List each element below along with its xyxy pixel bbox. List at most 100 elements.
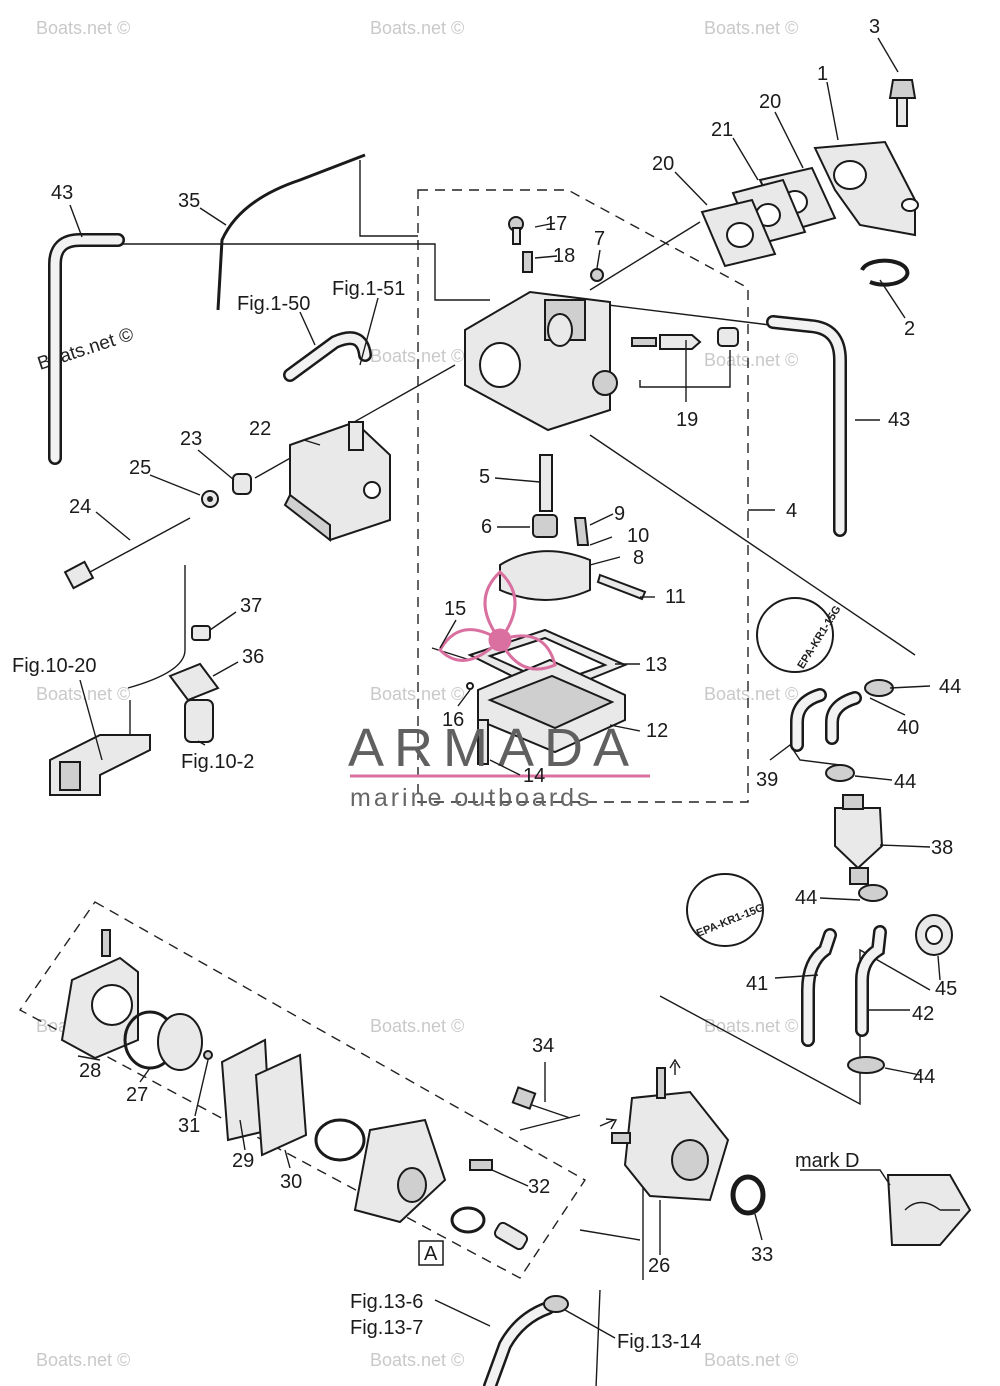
- label-part-44: 44: [795, 887, 817, 909]
- watermark-text: Boats.net ©: [370, 1016, 464, 1036]
- watermark-text: Boats.net ©: [370, 684, 464, 704]
- label-part-16: 16: [442, 709, 464, 731]
- choke-solenoid: [283, 420, 391, 543]
- ref-mark-d: mark D: [795, 1150, 859, 1172]
- label-part-14: 14: [523, 765, 545, 787]
- label-part-33: 33: [751, 1244, 773, 1266]
- label-part-24: 24: [69, 496, 91, 518]
- label-part-32: 32: [528, 1176, 550, 1198]
- callout-lines: [69, 37, 941, 1339]
- label-part-20: 20: [652, 153, 674, 175]
- carburetor-body: [464, 290, 618, 432]
- fuel-pump: [599, 1058, 730, 1202]
- label-part-44: 44: [913, 1066, 935, 1088]
- hose-clip: [860, 258, 910, 287]
- ref-fig-10-20: Fig.10-20: [12, 655, 97, 677]
- label-part-43: 43: [888, 409, 910, 431]
- label-part-13: 13: [645, 654, 667, 676]
- breather-hose: [283, 331, 372, 382]
- label-part-10: 10: [627, 525, 649, 547]
- label-part-26: 26: [648, 1255, 670, 1277]
- label-part-45: 45: [935, 978, 957, 1000]
- label-part-43: 43: [51, 182, 73, 204]
- label-part-7: 7: [594, 228, 605, 250]
- label-part-41: 41: [746, 973, 768, 995]
- fig10-20-connector: [49, 734, 151, 796]
- label-part-12: 12: [646, 720, 668, 742]
- o-ring: [730, 1174, 766, 1216]
- armada-watermark: ARMADA marine outboards: [348, 569, 650, 812]
- label-part-21: 21: [711, 119, 733, 141]
- watermark-text: Boats.net ©: [36, 18, 130, 38]
- ref-fig-10-2: Fig.10-2: [181, 751, 254, 773]
- label-part-34: 34: [532, 1035, 554, 1057]
- armada-wordmark: ARMADA: [348, 718, 639, 778]
- part-number-labels: 1 2 3 4 5 6 7 8 9 10 11 12 13 14 15 16 1…: [51, 16, 961, 1277]
- label-part-44: 44: [894, 771, 916, 793]
- label-part-15: 15: [444, 598, 466, 620]
- propeller-logo: [438, 569, 557, 671]
- fuel-hoses-upper: [790, 679, 894, 782]
- watermark-text: Boats.net ©: [704, 350, 798, 370]
- pilot-screw-set: [631, 327, 739, 350]
- label-part-39: 39: [756, 769, 778, 791]
- manifold-bolt: [888, 79, 917, 127]
- label-part-2: 2: [904, 318, 915, 340]
- label-part-20: 20: [759, 91, 781, 113]
- pump-diaphragm-parts: [123, 1010, 529, 1251]
- ref-fig-1-50: Fig.1-50: [237, 293, 310, 315]
- label-part-38: 38: [931, 837, 953, 859]
- epa-stamp-bottom: EPA-KR1-15G: [686, 873, 766, 947]
- epa-stamp-top: EPA-KR1-15G: [756, 597, 844, 673]
- collar-washer: [201, 473, 252, 508]
- pump-body: [60, 929, 139, 1060]
- fig10-2-part: [184, 699, 214, 743]
- watermark-text: Boats.net ©: [370, 1350, 464, 1370]
- carburetor-assembly-boundary: [417, 189, 749, 803]
- fuel-hose-right: [766, 315, 847, 537]
- label-part-23: 23: [180, 428, 202, 450]
- gasket-stack: [700, 166, 837, 268]
- label-part-9: 9: [614, 503, 625, 525]
- figure-reference-labels: Fig.1-50 Fig.1-51 Fig.10-20 Fig.10-2 Fig…: [12, 278, 859, 1353]
- armada-tagline: marine outboards: [350, 784, 593, 812]
- watermark-text: Boats.net ©: [704, 1016, 798, 1036]
- label-part-6: 6: [481, 516, 492, 538]
- fuel-hose-left: [48, 233, 125, 465]
- ref-fig-13-6: Fig.13-6: [350, 1291, 423, 1313]
- watermark-text: Boats.net ©: [704, 684, 798, 704]
- ref-fig-1-51: Fig.1-51: [332, 278, 405, 300]
- label-part-22: 22: [249, 418, 271, 440]
- label-part-1: 1: [817, 63, 828, 85]
- label-part-31: 31: [178, 1115, 200, 1137]
- label-part-8: 8: [633, 547, 644, 569]
- watermark-text: Boats.net ©: [704, 1350, 798, 1370]
- watermark-text: Boats.net ©: [704, 18, 798, 38]
- choke-cable: [216, 153, 366, 311]
- label-part-3: 3: [869, 16, 880, 38]
- label-part-35: 35: [178, 190, 200, 212]
- label-part-4: 4: [786, 500, 797, 522]
- label-part-30: 30: [280, 1171, 302, 1193]
- label-part-5: 5: [479, 466, 490, 488]
- long-bolt: [63, 517, 191, 590]
- watermark-text: Boats.net ©: [36, 1350, 130, 1370]
- watermark-text: Boats.net ©: [370, 346, 464, 366]
- fuel-hoses-lower: [801, 884, 953, 1074]
- mark-d-pump: [886, 1174, 972, 1246]
- fuel-line-bottom: [483, 1295, 569, 1386]
- ref-fig-13-14: Fig.13-14: [617, 1331, 702, 1353]
- label-part-42: 42: [912, 1003, 934, 1025]
- pump-bolt: [511, 1086, 571, 1119]
- intake-manifold: [813, 140, 919, 237]
- label-part-29: 29: [232, 1150, 254, 1172]
- label-part-28: 28: [79, 1060, 101, 1082]
- label-part-19: 19: [676, 409, 698, 431]
- watermark-text: Boats.net ©: [370, 18, 464, 38]
- ref-box-a: A: [424, 1243, 438, 1265]
- label-part-18: 18: [553, 245, 575, 267]
- label-part-25: 25: [129, 457, 151, 479]
- label-part-44: 44: [939, 676, 961, 698]
- float-valve-parts: [499, 454, 647, 601]
